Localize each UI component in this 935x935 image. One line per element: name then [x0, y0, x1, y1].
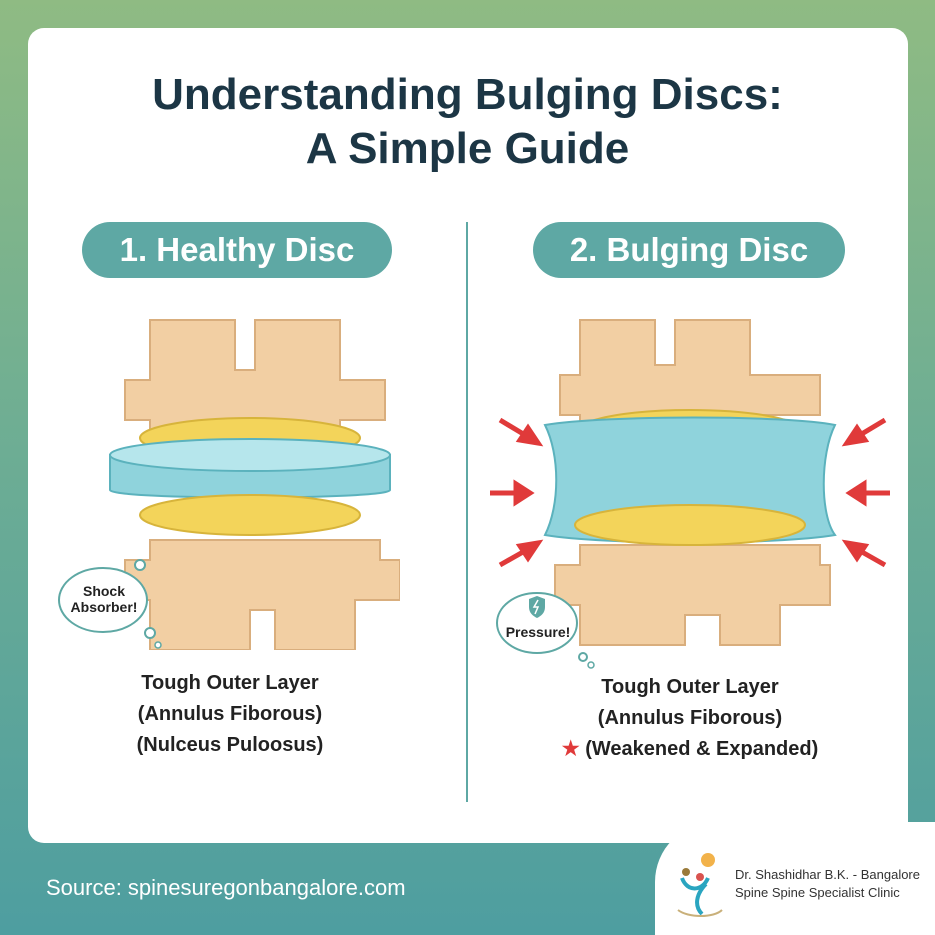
pressure-arrows — [490, 417, 890, 568]
healthy-disc-heading: 1. Healthy Disc — [82, 222, 392, 278]
source-text: Source: spinesuregonbangalore.com — [46, 875, 406, 900]
upper-vertebra — [559, 319, 821, 431]
bulging-caption: Tough Outer Layer(Annulus Fiborous) ★ (W… — [561, 676, 819, 760]
pressure-bubble: Pressure! — [505, 624, 571, 640]
bulging-disc-illustration — [490, 319, 890, 646]
star-icon: ★ — [561, 738, 586, 760]
thought-cloud — [496, 592, 595, 669]
thought-cloud — [58, 559, 162, 649]
lower-vertebra — [554, 544, 831, 646]
healthy-disc-illustration — [109, 319, 400, 650]
lower-vertebra — [124, 539, 400, 650]
upper-vertebra — [124, 319, 386, 441]
nucleus-lower — [139, 494, 361, 536]
clinic-logo-icon — [677, 853, 723, 917]
shock-absorber-bubble: Shock Absorber! — [70, 583, 138, 615]
divider — [466, 222, 468, 802]
healthy-caption: Tough Outer Layer(Annulus Fiborous)(Nulc… — [136, 672, 324, 756]
page-title: Understanding Bulging Discs:A Simple Gui… — [152, 70, 783, 173]
bulging-disc-heading: 2. Bulging Disc — [533, 222, 845, 278]
